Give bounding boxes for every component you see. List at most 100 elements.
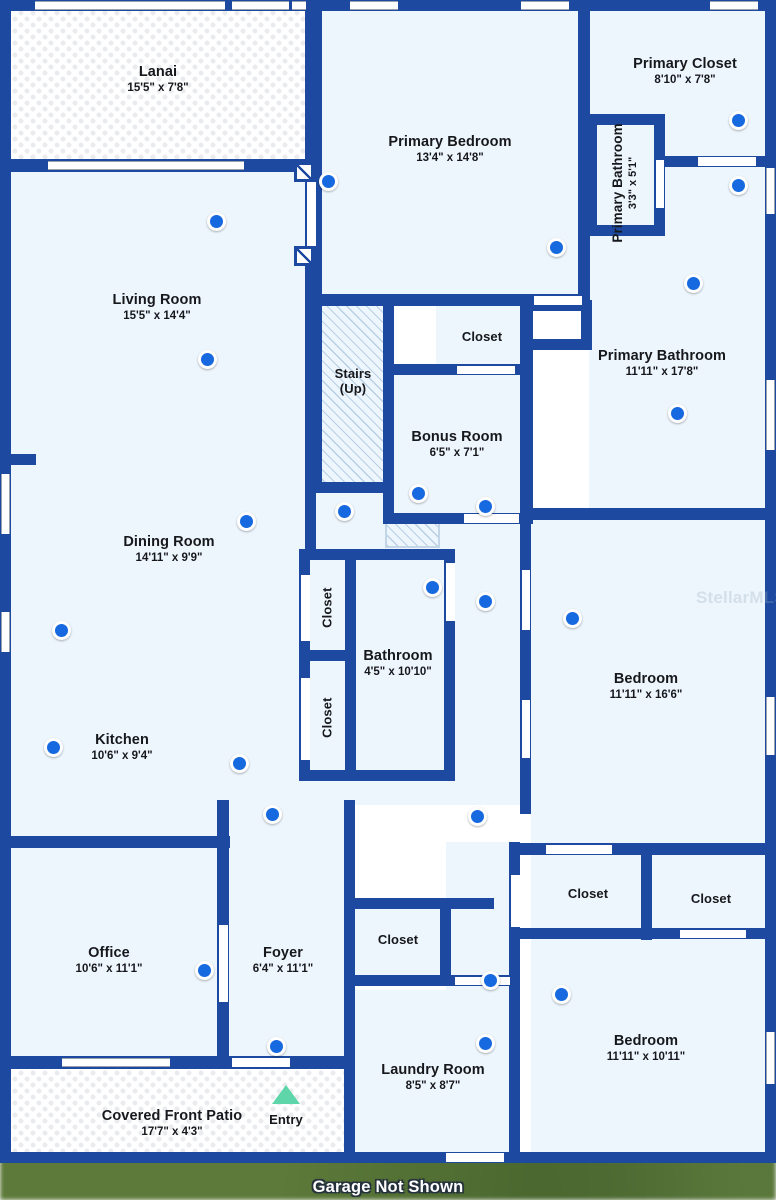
room-area-living-room (6, 172, 311, 465)
wall-bath-closet-right (345, 549, 356, 781)
wall-hall-center-right (520, 519, 531, 814)
wall-front-bottom (0, 1056, 355, 1069)
wall-closet-upper-right (522, 294, 533, 374)
photo-hotspot[interactable] (263, 805, 282, 824)
wall-bonus-left (383, 364, 394, 524)
wall-bath-closet-divider (299, 650, 354, 661)
room-area-foyer (228, 842, 345, 1060)
room-area-dining-room (6, 465, 311, 719)
door-opening-laundry-bottom (446, 1153, 504, 1162)
wall-primary-bath-bottom (520, 508, 776, 520)
garage-not-shown-caption: Garage Not Shown (312, 1178, 464, 1196)
window-patio-front (62, 1058, 170, 1067)
photo-hotspot[interactable] (729, 176, 748, 195)
wall-primary-bath-small-top (586, 114, 665, 125)
photo-hotspot[interactable] (52, 621, 71, 640)
wall-stairs-left (311, 294, 322, 493)
room-area-kitchen (6, 719, 344, 842)
wall-bath-block-left (299, 549, 310, 781)
window-right-4 (766, 1032, 775, 1084)
wall-stairs-bottom (311, 482, 394, 493)
photo-hotspot[interactable] (563, 609, 582, 628)
photo-hotspot[interactable] (476, 1034, 495, 1053)
photo-hotspot[interactable] (267, 1037, 286, 1056)
wall-bonus-right (522, 364, 533, 524)
wall-exterior-bottom (0, 1152, 776, 1163)
wall-stairs-right (383, 294, 394, 378)
wall-primary-left (311, 0, 322, 305)
wall-cap-top (294, 162, 314, 182)
window-top-1 (35, 1, 225, 10)
door-opening-primary-bath-small (656, 160, 664, 208)
entry-arrow-icon (272, 1085, 300, 1104)
room-area-covered-front-patio (6, 1070, 344, 1156)
window-top-5 (521, 1, 569, 10)
photo-hotspot[interactable] (237, 512, 256, 531)
wall-bath-block-bottom (299, 770, 455, 781)
photo-hotspot[interactable] (468, 807, 487, 826)
door-opening-closet-upper (457, 366, 515, 374)
wall-bath-block-top (299, 549, 454, 560)
door-opening-closet-hall-top (301, 575, 310, 641)
wall-closets-bottom (520, 928, 776, 939)
photo-hotspot[interactable] (409, 484, 428, 503)
wall-exterior-left (0, 0, 11, 1163)
photo-hotspot[interactable] (476, 497, 495, 516)
stairs-hatch-lower (385, 522, 440, 548)
door-opening-closet-br-right (680, 930, 746, 938)
stairs-hatch (317, 303, 389, 489)
photo-hotspot[interactable] (319, 172, 338, 191)
door-opening-hall-right-2 (522, 700, 530, 758)
door-opening-bathroom (446, 563, 455, 621)
window-left-1 (1, 474, 10, 534)
room-area-closet-hall-top (305, 560, 350, 656)
door-opening-laundry-hall (511, 875, 520, 927)
window-top-3 (292, 1, 306, 10)
window-lanai-bottom (48, 161, 244, 170)
photo-hotspot[interactable] (207, 212, 226, 231)
photo-hotspot[interactable] (668, 404, 687, 423)
room-area-closet-upper (436, 302, 528, 369)
door-opening-office (219, 925, 228, 1002)
wall-lanai-right (305, 0, 316, 172)
wall-closet-foyer-top (344, 898, 494, 909)
door-opening-closet-hall-bot (301, 678, 310, 760)
wall-kitchen-bottom (0, 836, 230, 848)
window-right-3 (766, 697, 775, 755)
wall-dining-right (305, 294, 316, 522)
wall-laundry-right (509, 986, 520, 1163)
door-opening-hall-closet (534, 296, 582, 305)
wall-closet-foyer-right (440, 898, 451, 986)
photo-hotspot[interactable] (547, 238, 566, 257)
photo-hotspot[interactable] (335, 502, 354, 521)
photo-hotspot[interactable] (552, 985, 571, 1004)
room-area-primary-bedroom (319, 10, 581, 302)
room-area-office (6, 842, 221, 1060)
window-left-2 (1, 612, 10, 652)
room-area-closet-hall-bot (305, 662, 350, 780)
photo-hotspot[interactable] (476, 592, 495, 611)
room-area-closet-foyer (352, 905, 444, 977)
wall-closet-foyer-bottom (344, 975, 494, 986)
watermark: StellarMLS (696, 588, 776, 607)
room-area-closet-br-right (652, 854, 770, 939)
door-opening-primary-closet (698, 157, 756, 166)
door-opening-living-primary (307, 182, 316, 246)
room-area-primary-bathroom (589, 163, 770, 519)
photo-hotspot[interactable] (684, 274, 703, 293)
photo-hotspot[interactable] (44, 738, 63, 757)
photo-hotspot[interactable] (230, 754, 249, 773)
wall-exterior-right (765, 0, 776, 1163)
window-right-2 (766, 380, 775, 450)
room-area-closet-br-left (531, 854, 646, 939)
wall-bonus-bottom (383, 513, 533, 524)
photo-hotspot[interactable] (481, 971, 500, 990)
window-top-6 (710, 1, 758, 10)
room-area-bedroom-bottom (531, 939, 770, 1155)
photo-hotspot[interactable] (423, 578, 442, 597)
photo-hotspot[interactable] (729, 111, 748, 130)
photo-hotspot[interactable] (198, 350, 217, 369)
photo-hotspot[interactable] (195, 961, 214, 980)
room-area-laundry-hall (446, 842, 520, 990)
